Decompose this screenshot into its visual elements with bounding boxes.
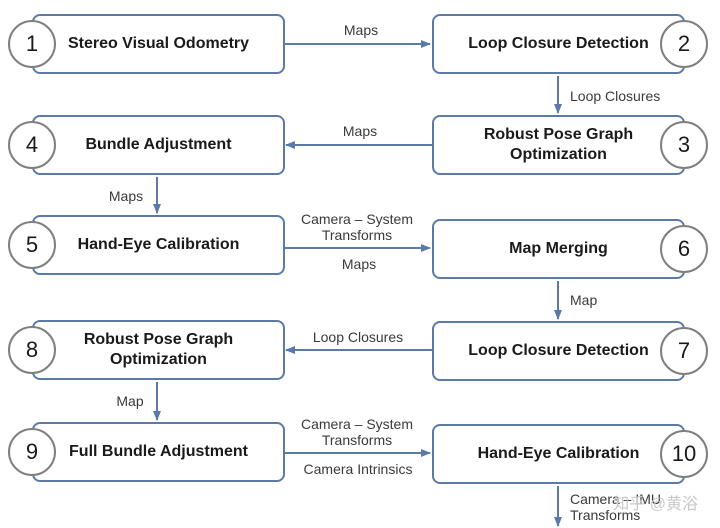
node-7-box: Loop Closure Detection: [432, 321, 685, 381]
node-6-number: 6: [660, 225, 708, 273]
node-6-label: Map Merging: [509, 240, 608, 257]
edge-9-10-label-top: Camera – System Transforms: [300, 416, 414, 448]
node-8-number: 8: [8, 326, 56, 374]
node-6-box: Map Merging: [432, 219, 685, 279]
node-3-box: Robust Pose Graph Optimization: [432, 115, 685, 175]
node-9-label: Full Bundle Adjustment: [69, 443, 248, 460]
node-1-label: Stereo Visual Odometry: [67, 35, 250, 52]
node-10-box: Hand-Eye Calibration: [432, 424, 685, 484]
node-1-number: 1: [8, 20, 56, 68]
watermark: 知乎 @黄浴: [613, 496, 698, 513]
node-8-box: Robust Pose Graph Optimization: [32, 320, 285, 380]
edge-5-6-label-bottom: Maps: [341, 256, 377, 272]
edge-3-4-label: Maps: [342, 123, 378, 139]
node-4-box: Bundle Adjustment: [32, 115, 285, 175]
edge-9-10-label-bottom: Camera Intrinsics: [303, 461, 413, 477]
node-5-label: Hand-Eye Calibration: [77, 236, 240, 253]
node-9-number: 9: [8, 428, 56, 476]
node-10-label: Hand-Eye Calibration: [477, 445, 640, 462]
node-5-box: Hand-Eye Calibration: [32, 215, 285, 275]
edge-4-5-label: Maps: [108, 188, 144, 204]
node-3-number: 3: [660, 121, 708, 169]
edge-2-3-label: Loop Closures: [570, 88, 661, 104]
node-7-number: 7: [660, 327, 708, 375]
node-4-label: Bundle Adjustment: [85, 136, 232, 153]
node-1-box: Stereo Visual Odometry: [32, 14, 285, 74]
node-10-number: 10: [660, 430, 708, 478]
node-9-box: Full Bundle Adjustment: [32, 422, 285, 482]
node-8-label: Robust Pose Graph Optimization: [83, 331, 234, 368]
node-2-number: 2: [660, 20, 708, 68]
node-3-label: Robust Pose Graph Optimization: [483, 126, 634, 163]
edge-7-8-label: Loop Closures: [312, 329, 404, 345]
edge-6-7-label: Map: [570, 292, 598, 308]
node-4-number: 4: [8, 121, 56, 169]
node-2-label: Loop Closure Detection: [468, 35, 649, 52]
edge-1-2-label: Maps: [343, 22, 379, 38]
edge-8-9-label: Map: [116, 393, 144, 409]
edge-10-out-label: Camera – IMU Transforms: [570, 491, 662, 523]
node-2-box: Loop Closure Detection: [432, 14, 685, 74]
node-7-label: Loop Closure Detection: [468, 342, 649, 359]
edge-5-6-label-top: Camera – System Transforms: [300, 211, 414, 243]
node-5-number: 5: [8, 221, 56, 269]
